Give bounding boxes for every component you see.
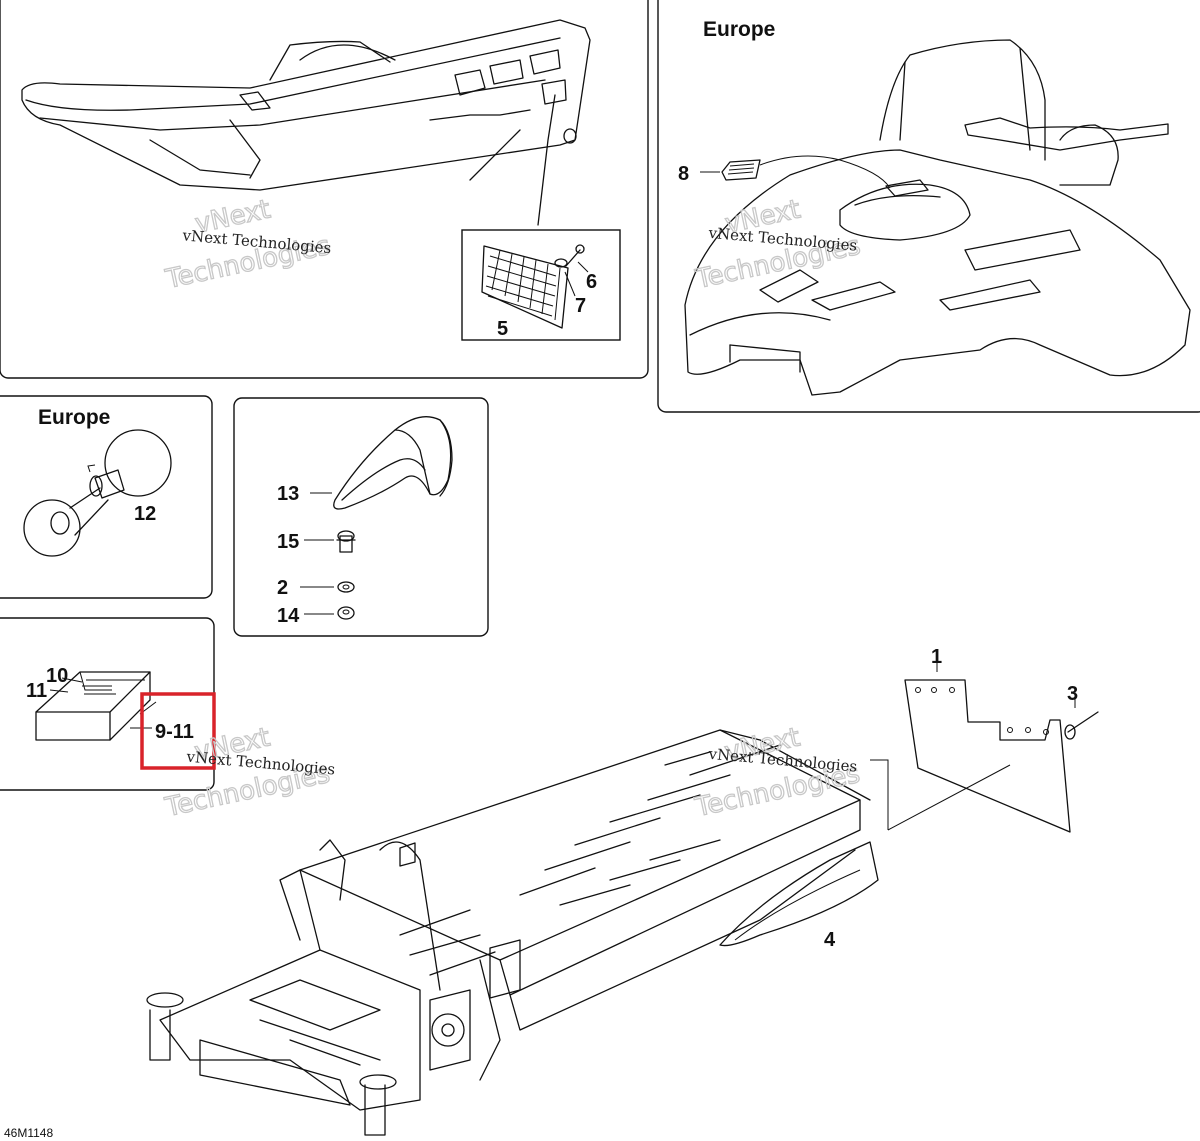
callout-14[interactable]: 14	[277, 605, 300, 627]
decal-drawing	[35, 671, 157, 741]
panel-mirror	[233, 397, 489, 637]
panel-reflector	[0, 0, 649, 379]
snow-flap-part	[870, 654, 1071, 833]
panel-horn	[0, 395, 213, 599]
mirror-drawing	[300, 416, 453, 620]
highlight-box	[140, 692, 216, 770]
chassis-drawing	[146, 729, 871, 1136]
diagram-code: 46M1148	[4, 1126, 53, 1140]
callout-10[interactable]: 10	[46, 665, 68, 687]
callout-13[interactable]: 13	[277, 483, 299, 505]
reflector-screw	[554, 244, 589, 297]
panel-hood	[657, 0, 1200, 413]
callout-1[interactable]: 1	[931, 646, 942, 668]
reflector-detail-box	[461, 229, 621, 341]
callout-11[interactable]: 11	[26, 680, 47, 702]
hood-decal-part	[700, 155, 891, 189]
region-label-hood: Europe	[703, 18, 775, 41]
running-board-part	[719, 841, 879, 947]
callout-4[interactable]: 4	[824, 929, 836, 951]
panel-decals-frame	[0, 617, 215, 791]
reflector-part	[481, 245, 569, 329]
callout-9-11[interactable]: 9-11	[155, 721, 194, 743]
callout-3[interactable]: 3	[1067, 683, 1078, 705]
callout-6[interactable]: 6	[586, 271, 597, 293]
region-label-horn: Europe	[38, 406, 110, 429]
panel-mirror-frame	[233, 397, 489, 637]
hood-drawing	[684, 39, 1191, 396]
panel-decals	[0, 617, 215, 791]
callout-15[interactable]: 15	[277, 531, 299, 553]
callouts: 5 6 7 8 12 13 15 2 14 10 11 9-11 1 3 4	[26, 163, 1078, 951]
callout-2[interactable]: 2	[277, 577, 288, 599]
panel-hood-frame	[657, 0, 1200, 413]
rivet-part	[1064, 688, 1099, 740]
rear-bumper-drawing	[21, 19, 591, 226]
callout-5[interactable]: 5	[497, 318, 508, 340]
callout-8[interactable]: 8	[678, 163, 689, 185]
horn-drawing	[23, 429, 172, 557]
callout-7[interactable]: 7	[575, 295, 586, 317]
callout-12[interactable]: 12	[134, 503, 156, 525]
